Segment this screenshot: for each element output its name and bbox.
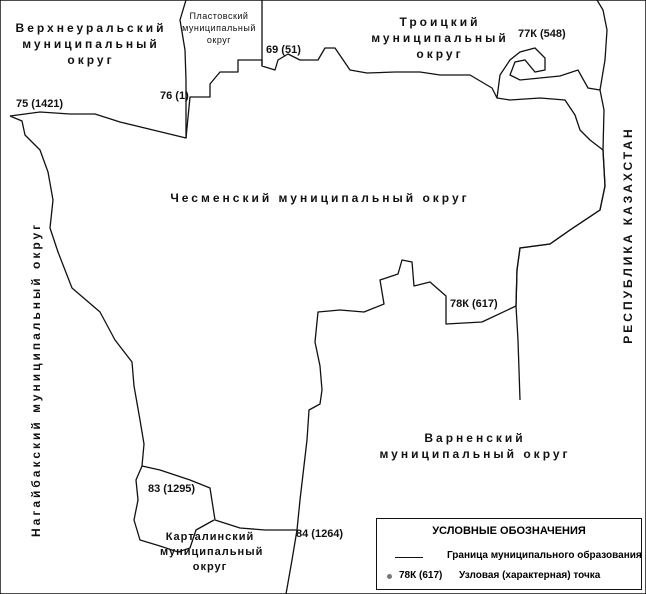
troitsky-line-2: муниципальный (371, 31, 509, 46)
verkhneuralsky-line-1: Верхнеуральский (15, 21, 167, 35)
troitsky-label: Троицкий муниципальный округ (370, 14, 510, 63)
legend-point-code: 78К (617) (399, 570, 443, 581)
plastovsky-label: Пластовский муниципальный округ (178, 10, 260, 46)
nagaybaksky-label: Нагайбакский муниципальный округ (29, 221, 43, 537)
kazakhstan-border (515, 89, 606, 401)
chesmensky-boundary (9, 47, 606, 531)
chesmensky-text: Чесменский муниципальный округ (170, 191, 470, 205)
kartalinsky-boundary (133, 465, 215, 553)
varnensky-boundary (285, 529, 298, 594)
kartalinsky-line-2: муниципальный (160, 545, 264, 558)
point-84: 84 (1264) (296, 528, 344, 540)
varnensky-line-2: муниципальный округ (379, 447, 571, 462)
plastovsky-line-2: муниципальный (182, 23, 256, 34)
kartalinsky-line-3: округ (192, 560, 228, 573)
legend-point-icon (387, 574, 392, 579)
chesmensky-label: Чесменский муниципальный округ (160, 190, 480, 206)
verkhneuralsky-line-2: муниципальный (22, 37, 160, 52)
plastovsky-line-1: Пластовский (189, 11, 249, 21)
legend-boundary-text: Граница муниципального образования (447, 550, 642, 561)
legend-title: УСЛОВНЫЕ ОБОЗНАЧЕНИЯ (432, 525, 586, 537)
kartalinsky-label: Карталинский муниципальный округ (160, 530, 264, 575)
verkhneuralsky-boundary (179, 0, 187, 138)
legend-point-desc: Узловая (характерная) точка (459, 570, 601, 581)
verkhneuralsky-line-3: округ (67, 53, 115, 68)
legend: УСЛОВНЫЕ ОБОЗНАЧЕНИЯ Граница муниципальн… (376, 518, 642, 590)
troitsky-line-3: округ (416, 47, 464, 62)
varnensky-label: Варненский муниципальный округ (370, 430, 580, 462)
kazakhstan-label: РЕСПУБЛИКА КАЗАХСТАН (621, 126, 635, 344)
varnensky-line-1: Варненский (424, 431, 526, 445)
troitsky-boundary (496, 0, 608, 99)
troitsky-line-1: Троицкий (399, 15, 481, 29)
plastovsky-line-3: округ (206, 35, 232, 46)
point-83: 83 (1295) (148, 483, 196, 495)
point-78k: 78К (617) (450, 298, 498, 310)
point-75: 75 (1421) (16, 98, 64, 110)
point-77k: 77К (548) (518, 28, 566, 40)
verkhneuralsky-label: Верхнеуральский муниципальный округ (6, 20, 176, 69)
kartalinsky-line-1: Карталинский (165, 531, 255, 543)
point-76: 76 (1) (160, 90, 189, 102)
point-69: 69 (51) (266, 44, 301, 56)
legend-boundary-line (395, 557, 423, 558)
